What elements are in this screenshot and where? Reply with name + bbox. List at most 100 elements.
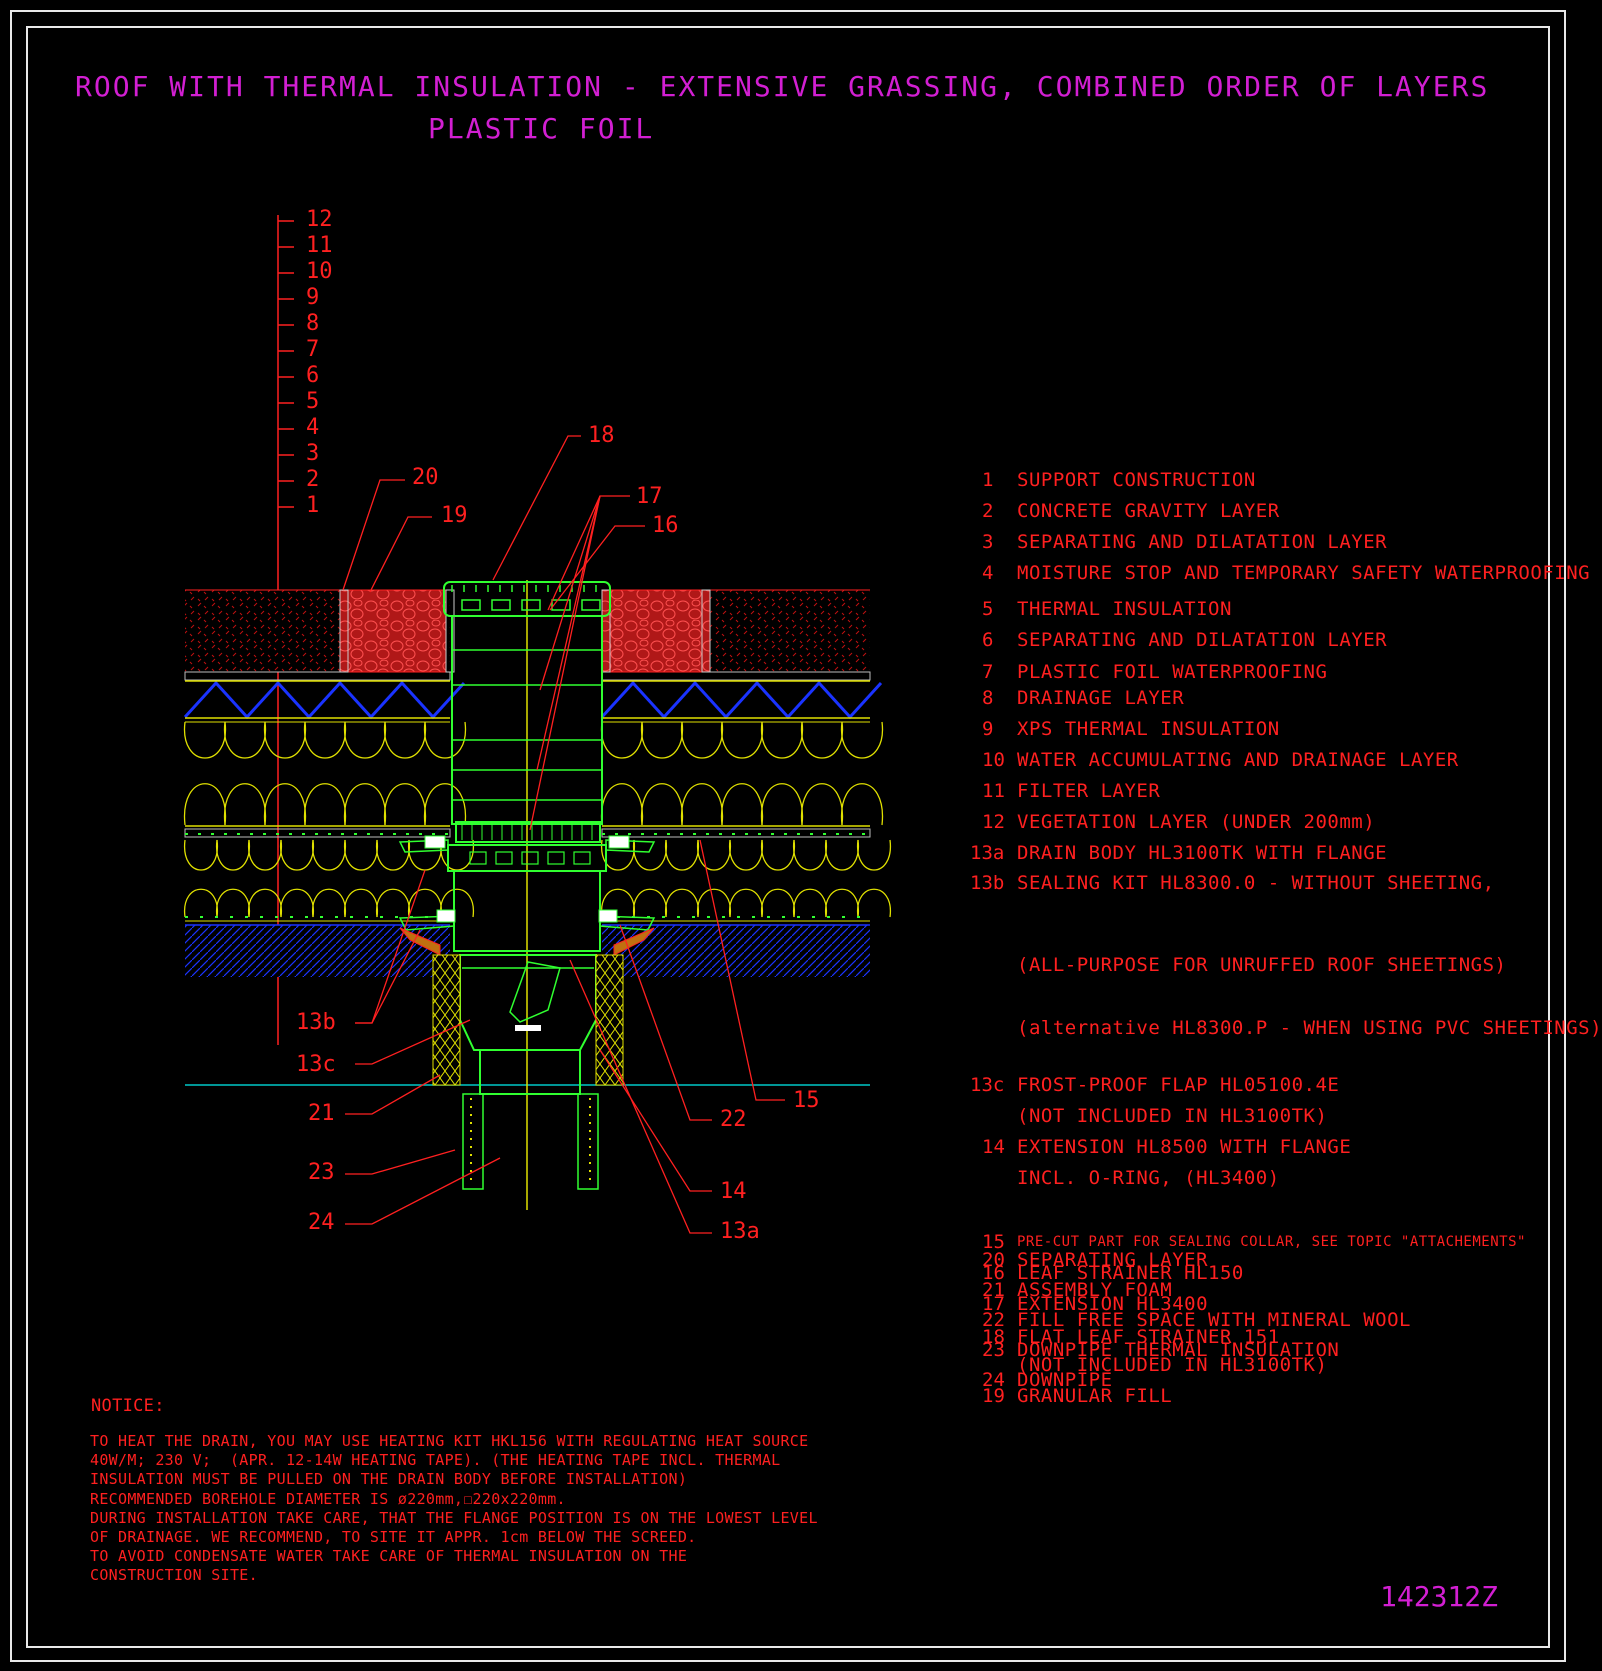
granular-fill (339, 589, 447, 673)
leaf-strainer (455, 821, 601, 843)
legend-number: 16 (982, 1262, 1005, 1284)
thermal-insulation-curve (184, 839, 218, 918)
callout-leader (345, 1149, 456, 1175)
callout-leader (529, 495, 601, 831)
legend-text: SEPARATING AND DILATATION LAYER (1017, 531, 1388, 553)
notice-line: CONSTRUCTION SITE. (90, 1566, 258, 1585)
legend-number: 14 (982, 1136, 1005, 1158)
legend-text: FROST-PROOF FLAP HL05100.4E (1017, 1074, 1340, 1096)
callout-24: 24 (308, 1210, 335, 1235)
legend-number: 13a (970, 842, 1005, 864)
thermal-insulation-curve (761, 839, 795, 918)
scale-label: 7 (306, 337, 320, 362)
legend-text: ASSEMBLY FOAM (1017, 1279, 1173, 1301)
legend-text: SEPARATING AND DILATATION LAYER (1017, 629, 1388, 651)
legend-text: (alternative HL8300.P - WHEN USING PVC S… (1017, 1017, 1602, 1039)
title-line-2: PLASTIC FOIL (428, 112, 655, 145)
callout-leader (699, 839, 785, 1101)
legend-text: INCL. O-RING, (HL3400) (1017, 1167, 1280, 1189)
legend-text: MOISTURE STOP AND TEMPORARY SAFETY WATER… (1017, 562, 1591, 584)
notice-heading: NOTICE: (91, 1396, 165, 1416)
callout-leader (539, 495, 601, 691)
thermal-insulation-curve (344, 839, 378, 918)
legend-text: DOWNPIPE THERMAL INSULATION (1017, 1339, 1340, 1361)
legend-number: 20 (982, 1249, 1005, 1271)
legend-text: SEPARATING LAYER (1017, 1249, 1209, 1271)
callout-16: 16 (652, 513, 679, 538)
separating-layer-strip (339, 589, 349, 673)
legend-text: LEAF STRAINER HL150 (1017, 1262, 1244, 1284)
xps-insulation-curve (263, 721, 307, 826)
notice-line: OF DRAINAGE. WE RECOMMEND, TO SITE IT AP… (90, 1528, 697, 1546)
xps-insulation-curve (303, 721, 347, 826)
callout-20: 20 (412, 465, 439, 490)
drainage-zigzag (183, 680, 466, 720)
callout-23: 23 (308, 1160, 335, 1185)
legend-number: 3 (982, 531, 994, 553)
drawing-code: 142312Z (1380, 1580, 1499, 1613)
callout-13a: 13a (720, 1219, 760, 1244)
callout-17: 17 (636, 484, 663, 509)
thermal-insulation-curve (729, 839, 763, 918)
legend-text: FILL FREE SPACE WITH MINERAL WOOL (1017, 1309, 1411, 1331)
scale-label: 3 (306, 441, 320, 466)
frost-proof-flap (509, 961, 561, 1023)
callout-leader (345, 1074, 441, 1115)
scale-label: 10 (306, 259, 333, 284)
legend-number: 24 (982, 1369, 1005, 1391)
legend-number: 5 (982, 598, 994, 620)
flange-slot (547, 851, 565, 865)
legend-text: DRAINAGE LAYER (1017, 687, 1185, 709)
legend-text: THERMAL INSULATION (1017, 598, 1232, 620)
strainer-slot (461, 599, 481, 611)
legend-text: FLAT LEAF STRAINER 151 (1017, 1326, 1280, 1348)
legend-text: DOWNPIPE (1017, 1369, 1113, 1391)
thermal-insulation-curve (248, 839, 282, 918)
callout-leader (536, 495, 601, 771)
thermal-insulation-curve (280, 839, 314, 918)
legend-text: SUPPORT CONSTRUCTION (1017, 469, 1256, 491)
xps-insulation-curve (600, 721, 644, 826)
downpipe-insulation-left (462, 1093, 484, 1190)
callout-19: 19 (441, 503, 468, 528)
legend-number: 2 (982, 500, 994, 522)
legend-text: PRE-CUT PART FOR SEALING COLLAR, SEE TOP… (1017, 1234, 1526, 1250)
clamp-right (608, 835, 630, 849)
thermal-insulation-curve (216, 839, 250, 918)
inner-frame (26, 26, 1550, 1648)
thermal-insulation-curve (440, 839, 474, 918)
legend-number: 21 (982, 1279, 1005, 1301)
legend-number: 4 (982, 562, 994, 584)
scale-label: 12 (306, 207, 333, 232)
legend-number: 1 (982, 469, 994, 491)
filter-layer (184, 671, 451, 681)
legend-number: 11 (982, 780, 1005, 802)
granular-fill (601, 589, 711, 673)
notice-line: TO AVOID CONDENSATE WATER TAKE CARE OF T… (90, 1547, 688, 1566)
xps-insulation-curve (640, 721, 684, 826)
callout-leader (342, 479, 405, 591)
callout-leader (549, 525, 645, 611)
legend-number: 19 (982, 1385, 1005, 1407)
legend-number: 9 (982, 718, 994, 740)
legend-text: VEGETATION LAYER (UNDER 200mm) (1017, 811, 1376, 833)
legend-text: GRANULAR FILL (1017, 1385, 1173, 1407)
strainer-slot (491, 599, 511, 611)
legend-number: 18 (982, 1326, 1005, 1348)
scale-label: 9 (306, 285, 320, 310)
callout-leader (355, 1019, 471, 1065)
clamp-left-lower (436, 909, 456, 923)
thermal-insulation-curve (857, 839, 891, 918)
xps-insulation-curve (800, 721, 844, 826)
callout-22: 22 (720, 1107, 747, 1132)
callout-leader (492, 435, 581, 581)
notice-line: INSULATION MUST BE PULLED ON THE DRAIN B… (90, 1470, 688, 1489)
legend-number: 6 (982, 629, 994, 651)
thermal-insulation-curve (825, 839, 859, 918)
legend-number: 12 (982, 811, 1005, 833)
legend-text: FILTER LAYER (1017, 780, 1161, 802)
legend-number: 8 (982, 687, 994, 709)
legend-text: EXTENSION HL8500 WITH FLANGE (1017, 1136, 1352, 1158)
